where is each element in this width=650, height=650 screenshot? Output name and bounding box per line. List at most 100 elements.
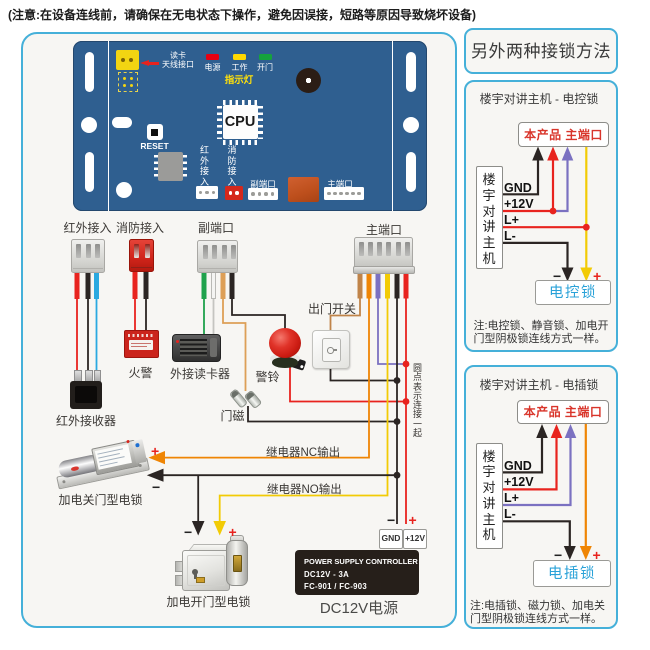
mount-slot bbox=[84, 51, 95, 92]
alarm-bell bbox=[266, 328, 307, 372]
m2-row-lplus: L+ bbox=[504, 490, 519, 505]
psu-line1: POWER SUPPLY CONTROLLER bbox=[304, 557, 418, 566]
mount-hole bbox=[116, 182, 132, 198]
indicator-label: 指示灯 bbox=[224, 74, 254, 86]
method2-lock-box: 电插锁 bbox=[533, 559, 611, 587]
fire-plug bbox=[128, 239, 154, 272]
board-main-port-label: 主端口 bbox=[327, 178, 353, 189]
psu-line2: DC12V - 3A bbox=[304, 569, 350, 579]
board-slot bbox=[111, 117, 132, 128]
psu-minus: − bbox=[387, 512, 396, 528]
power-close-lock-label: 加电关门型电锁 bbox=[58, 492, 143, 507]
work-led-label: 工作 bbox=[231, 62, 248, 72]
psu-line3: FC-901 / FC-903 bbox=[304, 581, 367, 591]
close-lock-minus: − bbox=[152, 479, 161, 495]
door-magnet-label: 门磁 bbox=[220, 409, 245, 423]
ir-plug bbox=[71, 239, 105, 273]
antenna-arrow-tail bbox=[148, 62, 159, 65]
method1-note: 注:电控锁、静音锁、加电开门型阴极锁连线方式一样。 bbox=[473, 320, 609, 345]
buzzer bbox=[296, 68, 321, 93]
control-board: 读卡 天线接口 电源 工作 开门 指示灯 CPU RESET 红外接入 消防接入 bbox=[73, 41, 427, 211]
ir-connector-label: 红外接入 bbox=[63, 220, 112, 235]
board-ir-in-label: 红外接入 bbox=[199, 145, 209, 188]
main-plug-base bbox=[352, 266, 415, 274]
main-connector-label: 主端口 bbox=[365, 223, 402, 237]
power-close-lock bbox=[55, 439, 150, 491]
m1-row-lplus: L+ bbox=[504, 212, 519, 227]
board-divider-right bbox=[391, 41, 394, 211]
m1-plus: + bbox=[593, 268, 602, 284]
method2-host-box: 楼宇对讲主机 bbox=[475, 442, 503, 549]
antenna-label: 读卡 天线接口 bbox=[162, 50, 194, 70]
ir-receiver bbox=[70, 381, 102, 409]
board-sub-port-label: 副端口 bbox=[250, 178, 276, 189]
cpu-chip: CPU bbox=[217, 99, 263, 145]
card-reader-label: 外接读卡器 bbox=[169, 367, 230, 381]
method1-host-box: 楼宇对讲主机 bbox=[475, 166, 503, 269]
psu-plus: + bbox=[408, 511, 417, 528]
board-main-connector bbox=[324, 187, 364, 200]
method2-note: 注:电插锁、磁力锁、加电关门型阴极锁连线方式一样。 bbox=[470, 599, 606, 625]
sub-plug bbox=[196, 240, 238, 273]
power-led-label: 电源 bbox=[204, 62, 221, 72]
sub-connector-label: 副端口 bbox=[197, 220, 234, 235]
main-plug bbox=[354, 237, 413, 269]
antenna-dashed-outline bbox=[117, 72, 138, 92]
m1-row-12v: +12V bbox=[504, 197, 534, 211]
method1-title: 楼宇对讲主机 - 电控锁 bbox=[479, 92, 599, 106]
caution-note: (注意:在设备连线前，请确保在无电状态下操作，避免因误接，短路等原因导致烧坏设备… bbox=[8, 8, 476, 22]
method1-product-box: 本产品 主端口 bbox=[518, 121, 609, 147]
power-supply-box: POWER SUPPLY CONTROLLER DC12V - 3A FC-90… bbox=[295, 550, 419, 595]
open-led bbox=[258, 53, 272, 60]
mount-slot bbox=[406, 51, 416, 92]
bell-label: 警铃 bbox=[255, 370, 280, 384]
power-led bbox=[206, 53, 219, 60]
board-fire-in-label: 消防接入 bbox=[227, 145, 237, 188]
mount-slot bbox=[406, 151, 416, 192]
alt-methods-title-box: 另外两种接锁方法 bbox=[464, 28, 618, 74]
open-lock-minus: − bbox=[184, 524, 193, 540]
relay-nc-label: 继电器NC输出 bbox=[266, 446, 341, 459]
method1-lock-box: 电控锁 bbox=[535, 280, 611, 305]
mount-hole bbox=[81, 116, 98, 133]
power-open-lock bbox=[175, 533, 249, 593]
ic-chip bbox=[154, 152, 187, 181]
close-lock-plus: + bbox=[151, 443, 160, 459]
fire-alarm-label: 火警 bbox=[128, 366, 153, 380]
reset-button[interactable] bbox=[146, 124, 163, 140]
relay-no-label: 继电器NO输出 bbox=[267, 484, 342, 496]
relay bbox=[288, 176, 319, 202]
board-fire-connector bbox=[224, 185, 243, 200]
fire-connector-label: 消防接入 bbox=[115, 220, 164, 235]
m2-minus: − bbox=[554, 546, 563, 563]
open-led-label: 开门 bbox=[257, 62, 273, 72]
12v-terminal: +12V bbox=[403, 528, 427, 549]
method2-product-box: 本产品 主端口 bbox=[517, 400, 609, 424]
m1-row-lminus: L- bbox=[504, 228, 516, 243]
method2-title: 楼宇对讲主机 - 电插锁 bbox=[479, 377, 599, 392]
mount-hole bbox=[402, 116, 419, 133]
dc12v-label: DC12V电源 bbox=[319, 600, 399, 617]
method1-host-label: 楼宇对讲主机 bbox=[482, 172, 496, 266]
antenna-connector bbox=[115, 49, 139, 70]
power-open-lock-label: 加电开门型电锁 bbox=[166, 594, 251, 609]
m1-row-gnd: GND bbox=[504, 180, 532, 195]
open-lock-plus: + bbox=[228, 524, 237, 540]
work-led bbox=[233, 53, 246, 60]
ir-receiver-label: 红外接收器 bbox=[55, 414, 116, 428]
antenna-arrow-head bbox=[140, 59, 149, 66]
method2-host-label: 楼宇对讲主机 bbox=[482, 448, 496, 543]
reset-label: RESET bbox=[140, 141, 169, 151]
m2-row-12v: +12V bbox=[504, 475, 534, 489]
board-divider-left bbox=[107, 41, 110, 211]
board-ir-connector bbox=[195, 185, 218, 199]
m2-row-lminus: L- bbox=[504, 506, 516, 521]
exit-switch[interactable] bbox=[312, 330, 350, 369]
card-reader bbox=[172, 333, 221, 362]
cpu-label: CPU bbox=[222, 105, 258, 139]
exit-switch-label: 出门开关 bbox=[307, 302, 356, 316]
fire-alarm bbox=[124, 330, 159, 358]
m2-row-gnd: GND bbox=[504, 458, 532, 473]
mount-slot bbox=[84, 151, 95, 192]
